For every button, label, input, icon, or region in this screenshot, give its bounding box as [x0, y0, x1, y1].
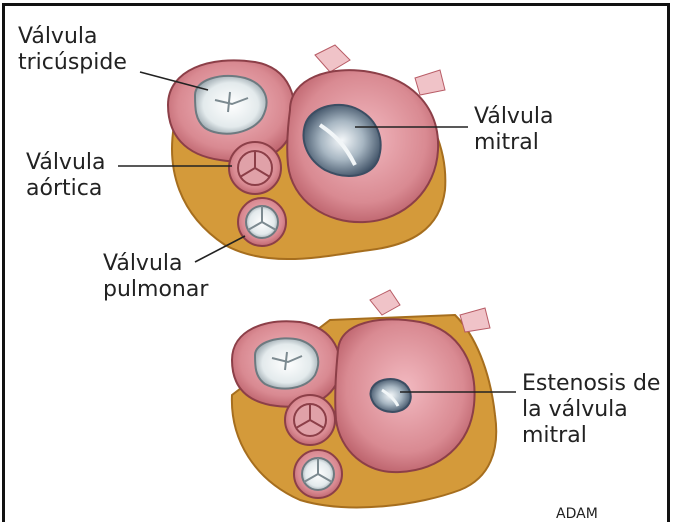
- label-mitral-valve: Válvula mitral: [474, 104, 554, 156]
- vessel-stub: [415, 70, 445, 95]
- label-pulmonary-valve: Válvula pulmonar: [103, 251, 208, 303]
- vessel-stub: [460, 308, 490, 332]
- label-mitral-stenosis: Estenosis de la válvula mitral: [522, 371, 660, 449]
- vessel-stub: [315, 45, 350, 72]
- label-aortic-valve: Válvula aórtica: [26, 150, 106, 202]
- tricuspid-valve: [195, 76, 267, 134]
- vessel-stub: [370, 290, 400, 315]
- adam-logo-text: ADAM: [556, 506, 598, 522]
- stenosis-heart: [232, 290, 496, 507]
- normal-heart: [168, 45, 445, 259]
- label-tricuspid-valve: Válvula tricúspide: [18, 24, 127, 76]
